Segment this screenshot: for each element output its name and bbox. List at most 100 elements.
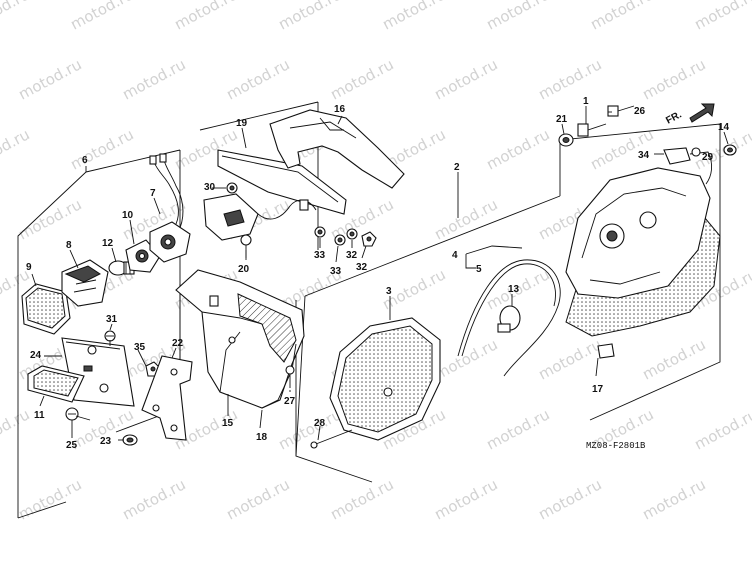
part-31-screw	[104, 330, 116, 346]
leader-lines	[31, 106, 729, 441]
watermark-text: motod.ru	[15, 475, 84, 523]
watermark-text: motod.ru	[223, 475, 292, 523]
part-33-collar-b	[334, 234, 346, 246]
watermark-text: motod.ru	[67, 0, 136, 34]
watermark-text: motod.ru	[0, 125, 33, 173]
label-6: 6	[82, 155, 88, 166]
label-10: 10	[122, 210, 134, 221]
label-27: 27	[284, 396, 296, 407]
part-34-connector	[663, 147, 713, 185]
part-16-cover	[269, 109, 405, 189]
watermark-text: motod.ru	[639, 475, 708, 523]
part-14-grommet	[723, 144, 737, 156]
part-labels: 1 2 3 4 5 6 7 8 9 10 11 12 13 14 15 16 1…	[26, 96, 730, 451]
label-12: 12	[102, 238, 114, 249]
part-18-seal	[261, 343, 297, 409]
label-7: 7	[150, 188, 156, 199]
label-33b: 33	[330, 266, 342, 277]
watermark-text: motod.ru	[0, 405, 33, 453]
label-14: 14	[718, 122, 730, 133]
label-23: 23	[100, 436, 112, 447]
label-9: 9	[26, 262, 32, 273]
part-11-reflector	[27, 365, 85, 403]
label-2: 2	[454, 162, 460, 173]
watermark-text: motod.ru	[327, 475, 396, 523]
part-29-clip	[691, 147, 701, 157]
label-8: 8	[66, 240, 72, 251]
watermark-text: motod.ru	[119, 55, 188, 103]
watermark-text: motod.ru	[639, 55, 708, 103]
label-15: 15	[222, 418, 234, 429]
watermark-text: motod.ru	[483, 125, 552, 173]
label-34: 34	[638, 150, 650, 161]
watermark-text: motod.ru	[275, 0, 344, 34]
part-4-5-wire	[457, 259, 561, 377]
diagram-code: MZ08-F2801B	[586, 441, 646, 451]
watermark-text: motod.ru	[691, 0, 752, 34]
part-1-bolt	[577, 123, 607, 137]
label-30: 30	[204, 182, 216, 193]
label-32b: 32	[356, 262, 368, 273]
part-32-nut-a	[346, 228, 358, 240]
watermark-text: motod.ru	[15, 195, 84, 243]
part-23-grommet	[122, 434, 138, 446]
watermark-text: motod.ru	[379, 0, 448, 34]
label-28: 28	[314, 418, 326, 429]
part-3-lens	[329, 317, 441, 441]
part-30-nut	[226, 182, 238, 194]
label-18: 18	[256, 432, 268, 443]
label-35: 35	[134, 342, 146, 353]
watermark-text: motod.ru	[535, 475, 604, 523]
watermark-text: motod.ru	[119, 475, 188, 523]
part-2-taillight-body	[565, 167, 711, 359]
label-22: 22	[172, 338, 184, 349]
watermark-text: motod.ru	[171, 0, 240, 34]
label-3: 3	[386, 286, 392, 297]
watermark-text: motod.ru	[15, 55, 84, 103]
watermark-text: motod.ru	[67, 125, 136, 173]
part-26-bolt	[607, 105, 635, 117]
label-1: 1	[583, 96, 589, 107]
watermark-text: motod.ru	[0, 0, 33, 34]
label-16: 16	[334, 104, 346, 115]
label-11: 11	[34, 410, 45, 421]
watermark-text: motod.ru	[431, 55, 500, 103]
front-direction-arrow: FR.	[664, 103, 715, 127]
label-19: 19	[236, 118, 248, 129]
label-33a: 33	[314, 250, 326, 261]
part-28-screw	[310, 429, 353, 449]
part-8-housing	[61, 259, 109, 307]
watermark-text: motod.ru	[431, 195, 500, 243]
part-25-screw	[65, 407, 91, 421]
part-7-socket-wire	[149, 153, 191, 263]
label-5: 5	[476, 264, 482, 275]
part-13-bulb	[497, 305, 521, 333]
part-32-nut-b	[361, 231, 377, 247]
watermark-text: motod.ru	[483, 405, 552, 453]
part-15-rear-fender	[175, 269, 305, 409]
part-9-lens	[21, 283, 71, 335]
label-32a: 32	[346, 250, 358, 261]
part-27-bolt	[285, 365, 295, 388]
direction-label: FR.	[664, 109, 684, 126]
watermark-text: motod.ru	[327, 55, 396, 103]
part-21-nut	[558, 133, 574, 147]
watermark-text: motod.ru	[587, 0, 656, 34]
label-20: 20	[238, 264, 250, 275]
part-24-plate-bracket	[61, 337, 135, 407]
watermark-text: motod.ru	[535, 335, 604, 383]
part-19-bracket	[203, 149, 347, 241]
label-13: 13	[508, 284, 520, 295]
label-29: 29	[702, 152, 714, 163]
label-31: 31	[106, 314, 118, 325]
watermark-text: motod.ru	[691, 405, 752, 453]
watermark-text: motod.ru	[483, 0, 552, 34]
label-24: 24	[30, 350, 42, 361]
label-26: 26	[634, 106, 646, 117]
part-33-collar	[314, 226, 326, 238]
watermark-text: motod.ru	[639, 335, 708, 383]
watermark-text: motod.ru	[223, 55, 292, 103]
label-17: 17	[592, 384, 604, 395]
watermark-text: motod.ru	[431, 475, 500, 523]
